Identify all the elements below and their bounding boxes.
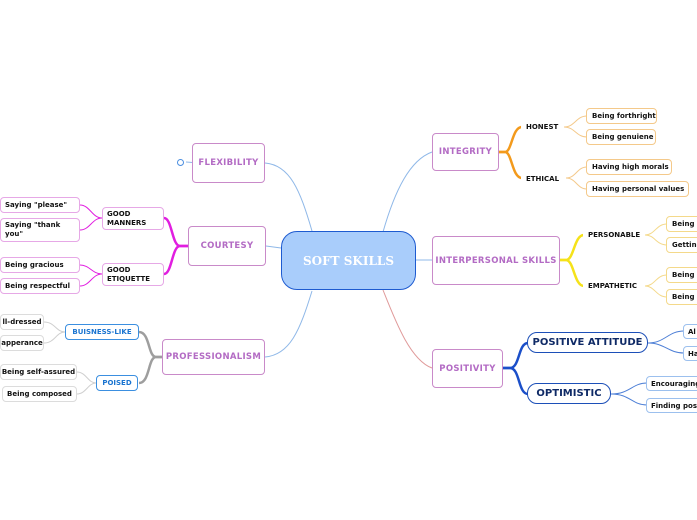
leaf-label: Being composed: [7, 390, 72, 398]
subtopic-personable-label: PERSONABLE: [588, 231, 641, 239]
leaf-being-f[interactable]: Being f: [666, 216, 697, 232]
leaf-label: Ha: [688, 349, 697, 358]
leaf-label: apperance: [1, 339, 43, 347]
collapse-toggle-icon[interactable]: [177, 159, 184, 166]
leaf-being-gracious[interactable]: Being gracious: [0, 257, 80, 273]
leaf-being-composed[interactable]: Being composed: [2, 386, 77, 402]
topic-courtesy-label: COURTESY: [200, 241, 254, 251]
subtopic-honest[interactable]: HONEST: [521, 118, 564, 135]
subtopic-positive-attitude[interactable]: POSITIVE ATTITUDE: [527, 332, 648, 353]
leaf-getting[interactable]: Getting: [666, 237, 697, 253]
leaf-being-w[interactable]: Being w: [666, 267, 697, 283]
leaf-label: Being respectful: [5, 281, 70, 290]
leaf-being-respectful[interactable]: Being respectful: [0, 278, 80, 294]
leaf-having-personal-values[interactable]: Having personal values: [586, 181, 689, 197]
topic-professionalism-label: PROFESSIONALISM: [165, 352, 262, 362]
leaf-label: ll-dressed: [2, 318, 42, 326]
subtopic-optimistic[interactable]: OPTIMISTIC: [527, 383, 611, 404]
subtopic-ethical-label: ETHICAL: [526, 174, 560, 183]
leaf-label: Being genuiene: [592, 133, 654, 141]
leaf-label: Having personal values: [592, 185, 685, 193]
leaf-appearance[interactable]: apperance: [0, 335, 44, 351]
subtopic-optimistic-label: OPTIMISTIC: [536, 388, 602, 399]
topic-integrity-label: INTEGRITY: [438, 147, 493, 157]
topic-flexibility-label: FLEXIBILITY: [198, 158, 259, 168]
leaf-label: Encouraging: [651, 379, 697, 388]
subtopic-good-etiquette-label: GOOD ETIQUETTE: [107, 265, 151, 283]
leaf-label: Being r: [672, 293, 697, 301]
subtopic-empathetic-label: EMPATHETIC: [588, 282, 638, 290]
leaf-well-dressed[interactable]: ll-dressed: [0, 314, 44, 330]
leaf-finding-pos[interactable]: Finding pos: [646, 398, 697, 413]
leaf-saying-thank-you[interactable]: Saying "thank you": [0, 218, 80, 242]
leaf-label: Having high morals: [592, 163, 669, 171]
leaf-ha[interactable]: Ha: [683, 346, 697, 361]
subtopic-honest-label: HONEST: [526, 122, 559, 131]
topic-positivity[interactable]: POSITIVITY: [432, 349, 503, 388]
leaf-label: Saying "please": [5, 200, 68, 209]
leaf-label: Being gracious: [5, 260, 64, 269]
leaf-label: Saying "thank you": [5, 221, 61, 238]
central-topic[interactable]: SOFT SKILLS: [281, 231, 416, 290]
topic-interpersonal-label: INTERPERSONAL SKILLS: [435, 255, 557, 266]
leaf-label: Finding pos: [651, 401, 697, 410]
subtopic-positive-attitude-label: POSITIVE ATTITUDE: [532, 337, 643, 348]
leaf-label: Being forthright: [592, 112, 656, 120]
leaf-being-forthright[interactable]: Being forthright: [586, 108, 657, 124]
subtopic-poised[interactable]: POISED: [96, 375, 138, 391]
leaf-being-self-assured[interactable]: Being self-assured: [0, 364, 77, 380]
subtopic-empathetic[interactable]: EMPATHETIC: [583, 278, 645, 294]
topic-positivity-label: POSITIVITY: [439, 363, 496, 374]
leaf-label: Being w: [672, 271, 697, 279]
leaf-label: Getting: [672, 241, 697, 249]
topic-professionalism[interactable]: PROFESSIONALISM: [162, 339, 265, 375]
topic-flexibility[interactable]: FLEXIBILITY: [192, 143, 265, 183]
topic-interpersonal-skills[interactable]: INTERPERSONAL SKILLS: [432, 236, 560, 285]
subtopic-poised-label: POISED: [102, 379, 132, 387]
leaf-label: Being self-assured: [1, 368, 76, 376]
leaf-label: Being f: [672, 220, 697, 228]
leaf-label: Al: [688, 327, 696, 336]
leaf-being-genuiene[interactable]: Being genuiene: [586, 129, 656, 145]
leaf-having-high-morals[interactable]: Having high morals: [586, 159, 672, 175]
topic-integrity[interactable]: INTEGRITY: [432, 133, 499, 171]
subtopic-personable[interactable]: PERSONABLE: [583, 227, 645, 243]
subtopic-good-manners[interactable]: GOOD MANNERS: [102, 207, 164, 230]
leaf-saying-please[interactable]: Saying "please": [0, 197, 80, 213]
leaf-encouraging[interactable]: Encouraging: [646, 376, 697, 391]
subtopic-ethical[interactable]: ETHICAL: [521, 170, 566, 187]
subtopic-business-like-label: BUISNESS-LIKE: [72, 328, 132, 336]
subtopic-good-manners-label: GOOD MANNERS: [107, 209, 147, 227]
topic-courtesy[interactable]: COURTESY: [188, 226, 266, 266]
leaf-being-r[interactable]: Being r: [666, 289, 697, 305]
subtopic-good-etiquette[interactable]: GOOD ETIQUETTE: [102, 263, 164, 286]
leaf-al[interactable]: Al: [683, 324, 697, 339]
central-topic-label: SOFT SKILLS: [303, 253, 394, 268]
subtopic-business-like[interactable]: BUISNESS-LIKE: [65, 324, 139, 340]
